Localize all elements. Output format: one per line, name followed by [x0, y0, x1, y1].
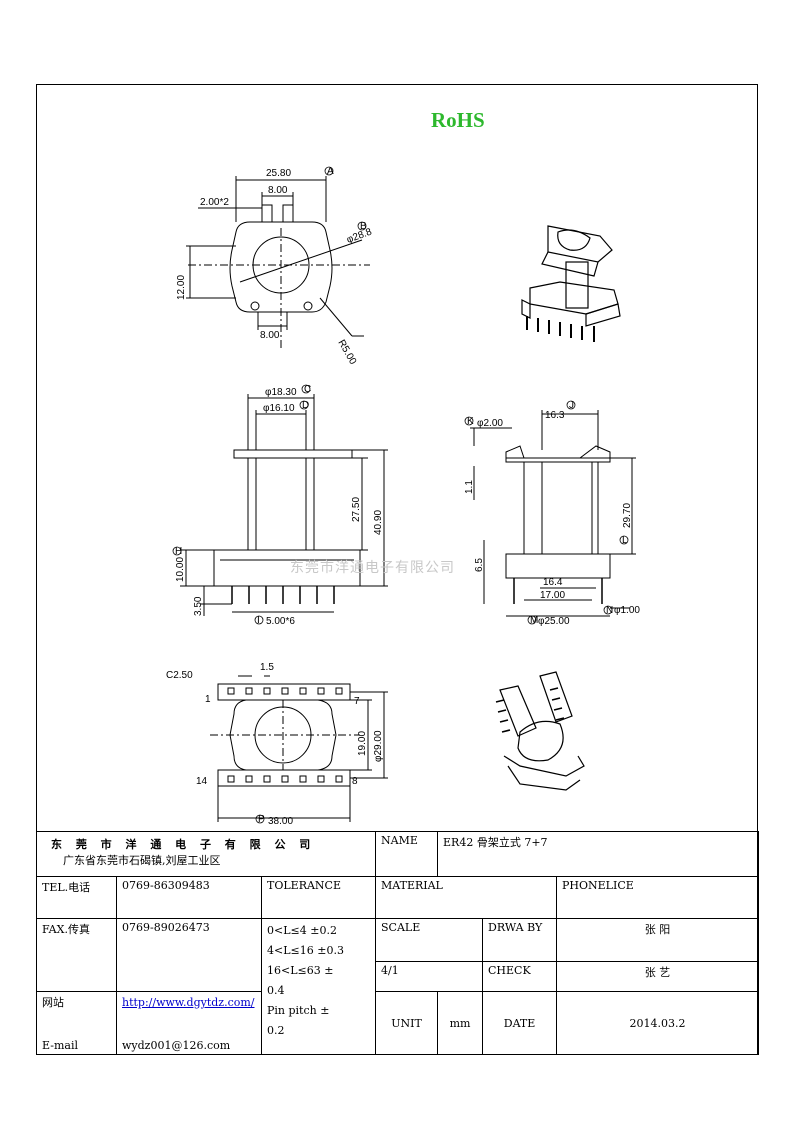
- dim-w2: 16.4: [543, 577, 563, 588]
- dim-width: 25.80: [266, 168, 291, 179]
- pin-label-1: 1: [205, 694, 211, 705]
- company-name: 东 莞 市 洋 通 电 子 有 限 公 司: [51, 838, 316, 851]
- drawn-label: DRWA BY: [482, 918, 558, 962]
- check-label: CHECK: [482, 960, 558, 993]
- callout-j: J: [569, 400, 574, 411]
- callout-d: D: [302, 400, 309, 411]
- dim-chamfer: C2.50: [166, 670, 193, 681]
- callout-b: B: [360, 221, 367, 232]
- dim-slot-width: 1.5: [260, 662, 274, 673]
- tolerance-values: 0<L≤4 ±0.2 4<L≤16 ±0.3 16<L≤63 ± 0.4 Pin…: [260, 918, 377, 1055]
- callout-a: A: [327, 166, 334, 177]
- callout-p: P: [258, 814, 265, 825]
- date-value: 2014.03.2: [556, 991, 760, 1055]
- email-value: wydz001@126.com: [122, 1039, 231, 1052]
- web-email-labels: 网站 E-mail: [36, 991, 117, 1055]
- watermark: 东莞市洋通电子有限公司: [290, 560, 455, 576]
- dim-core-height: 19.00: [357, 731, 368, 756]
- isometric-view-top: [521, 225, 621, 342]
- pin-label-8: 8: [352, 776, 358, 787]
- scale-label: SCALE: [375, 918, 484, 962]
- company-cell: 东 莞 市 洋 通 电 子 有 限 公 司 广东省东莞市石碣镇,刘屋工业区: [35, 831, 377, 877]
- dim-h: 29.70: [622, 503, 633, 528]
- fax-value: 0769-89026473: [116, 918, 262, 993]
- pin-label-7: 7: [354, 696, 360, 707]
- phonelice-label: PHONELICE: [556, 875, 760, 920]
- callout-c: C: [304, 384, 311, 395]
- dim-gap: 1.1: [464, 480, 475, 494]
- callout-i: I: [257, 615, 260, 626]
- dim-pin-dia: φ1.00: [614, 605, 640, 616]
- isometric-view-bottom: [495, 671, 585, 791]
- pin-label-14: 14: [196, 776, 208, 787]
- top-view: 25.80 8.00 2.00*2 φ28.8 12.00 8.00 R5.00…: [176, 166, 374, 367]
- dim-w4: φ25.00: [538, 616, 570, 627]
- callout-l: L: [622, 535, 628, 546]
- callout-h: H: [175, 546, 182, 557]
- unit-value: mm: [437, 991, 484, 1055]
- part-name: ER42 骨架立式 7+7: [437, 831, 760, 877]
- check-value: 张 艺: [556, 960, 760, 993]
- dim-d1: φ18.30: [265, 387, 297, 398]
- dim-outer-height: φ29.00: [373, 730, 384, 762]
- website-link[interactable]: http://www.dgytdz.com/: [122, 996, 255, 1010]
- dim-h2: 40.90: [373, 510, 384, 535]
- front-view: φ18.30 φ16.10 27.50 40.90 10.00 3.50 5.0…: [172, 384, 388, 627]
- dim-d: φ2.00: [477, 418, 503, 429]
- fax-label: FAX.传真: [36, 918, 117, 993]
- dim-radius: R5.00: [335, 338, 358, 367]
- tel-value: 0769-86309483: [116, 875, 262, 920]
- callout-k: K: [467, 416, 474, 427]
- dim-base: 10.00: [175, 557, 186, 582]
- tol-line: 0.2: [267, 1024, 285, 1038]
- dim-pitch: 5.00*6: [266, 616, 295, 627]
- web-email-values: http://www.dgytdz.com/ wydz001@126.com: [116, 991, 262, 1055]
- dim-height: 12.00: [176, 275, 187, 300]
- title-block: 东 莞 市 洋 通 电 子 有 限 公 司 广东省东莞市石碣镇,刘屋工业区 NA…: [35, 831, 760, 1055]
- dim-d2: φ16.10: [263, 403, 295, 414]
- tol-line: 16<L≤63 ±: [267, 964, 334, 978]
- tol-line: 4<L≤16 ±0.3: [267, 944, 344, 958]
- dim-s: 6.5: [474, 558, 485, 572]
- name-label: NAME: [375, 831, 439, 877]
- drawing-sheet-border: [36, 84, 758, 1055]
- dim-bottom: 8.00: [260, 330, 280, 341]
- tel-label: TEL.电话: [36, 875, 117, 920]
- callout-n: N: [606, 605, 613, 616]
- company-address: 广东省东莞市石碣镇,刘屋工业区: [63, 854, 221, 867]
- email-label: E-mail: [42, 1039, 78, 1052]
- scale-value: 4/1: [375, 960, 484, 993]
- technical-drawing: 25.80 8.00 2.00*2 φ28.8 12.00 8.00 R5.00…: [166, 166, 640, 827]
- tol-line: Pin pitch ±: [267, 1004, 330, 1018]
- dim-w3: 17.00: [540, 590, 565, 601]
- date-label: DATE: [482, 991, 558, 1055]
- dim-pins: 2.00*2: [200, 197, 229, 208]
- dim-slot: 8.00: [268, 185, 288, 196]
- tolerance-label: TOLERANCE: [260, 875, 377, 920]
- tol-line: 0.4: [267, 984, 285, 998]
- rohs-mark: RoHS: [431, 108, 485, 132]
- web-label: 网站: [42, 996, 64, 1010]
- dim-pin: 3.50: [193, 596, 204, 616]
- drawn-value: 张 阳: [556, 918, 760, 962]
- tol-line: 0<L≤4 ±0.2: [267, 924, 337, 938]
- dim-h1: 27.50: [351, 497, 362, 522]
- dim-overall-width: 38.00: [268, 816, 293, 827]
- unit-label: UNIT: [375, 991, 439, 1055]
- callout-m: M: [530, 615, 538, 626]
- material-label: MATERIAL: [375, 875, 558, 920]
- bottom-view: C2.50 1.5 19.00 φ29.00 38.00 P 1 7 14 8: [166, 662, 388, 827]
- side-view: φ2.00 16.3 1.1 29.70 6.5 16.4 17.00 φ25.…: [464, 400, 640, 627]
- dim-w: 16.3: [545, 410, 565, 421]
